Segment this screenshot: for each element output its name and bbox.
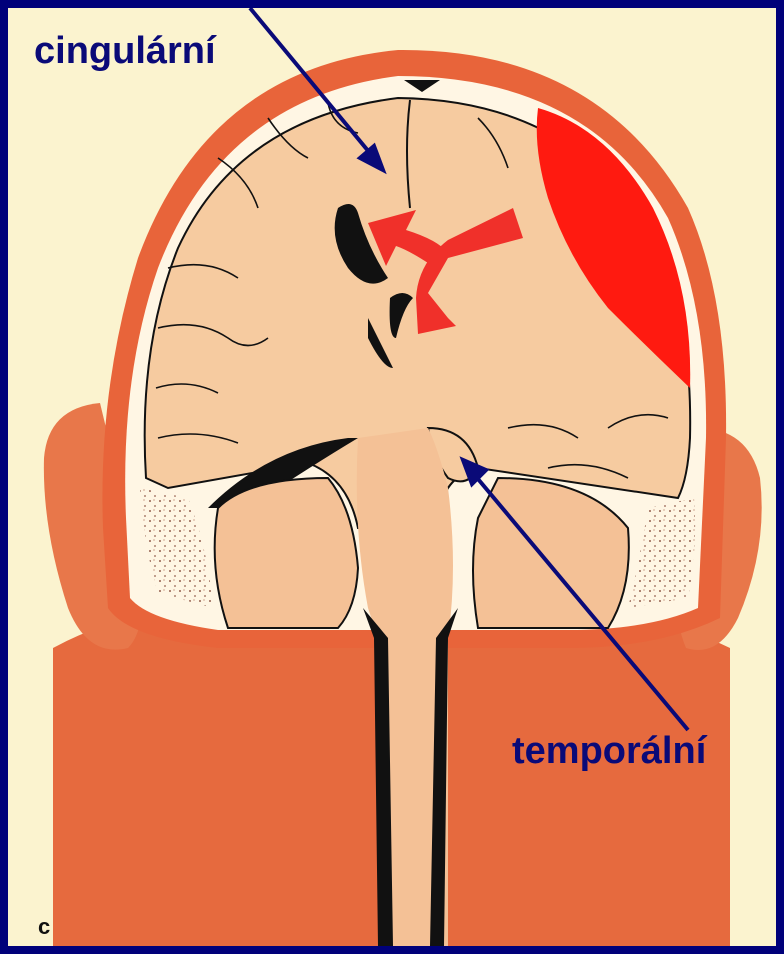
panel-letter: c <box>38 914 50 940</box>
label-temporal: temporální <box>512 730 706 773</box>
left-cerebellum <box>215 478 358 628</box>
label-cingulate: cingulární <box>34 30 216 73</box>
coronal-brain-diagram <box>8 8 776 946</box>
illustration-frame: cingulární temporální c <box>8 8 776 946</box>
